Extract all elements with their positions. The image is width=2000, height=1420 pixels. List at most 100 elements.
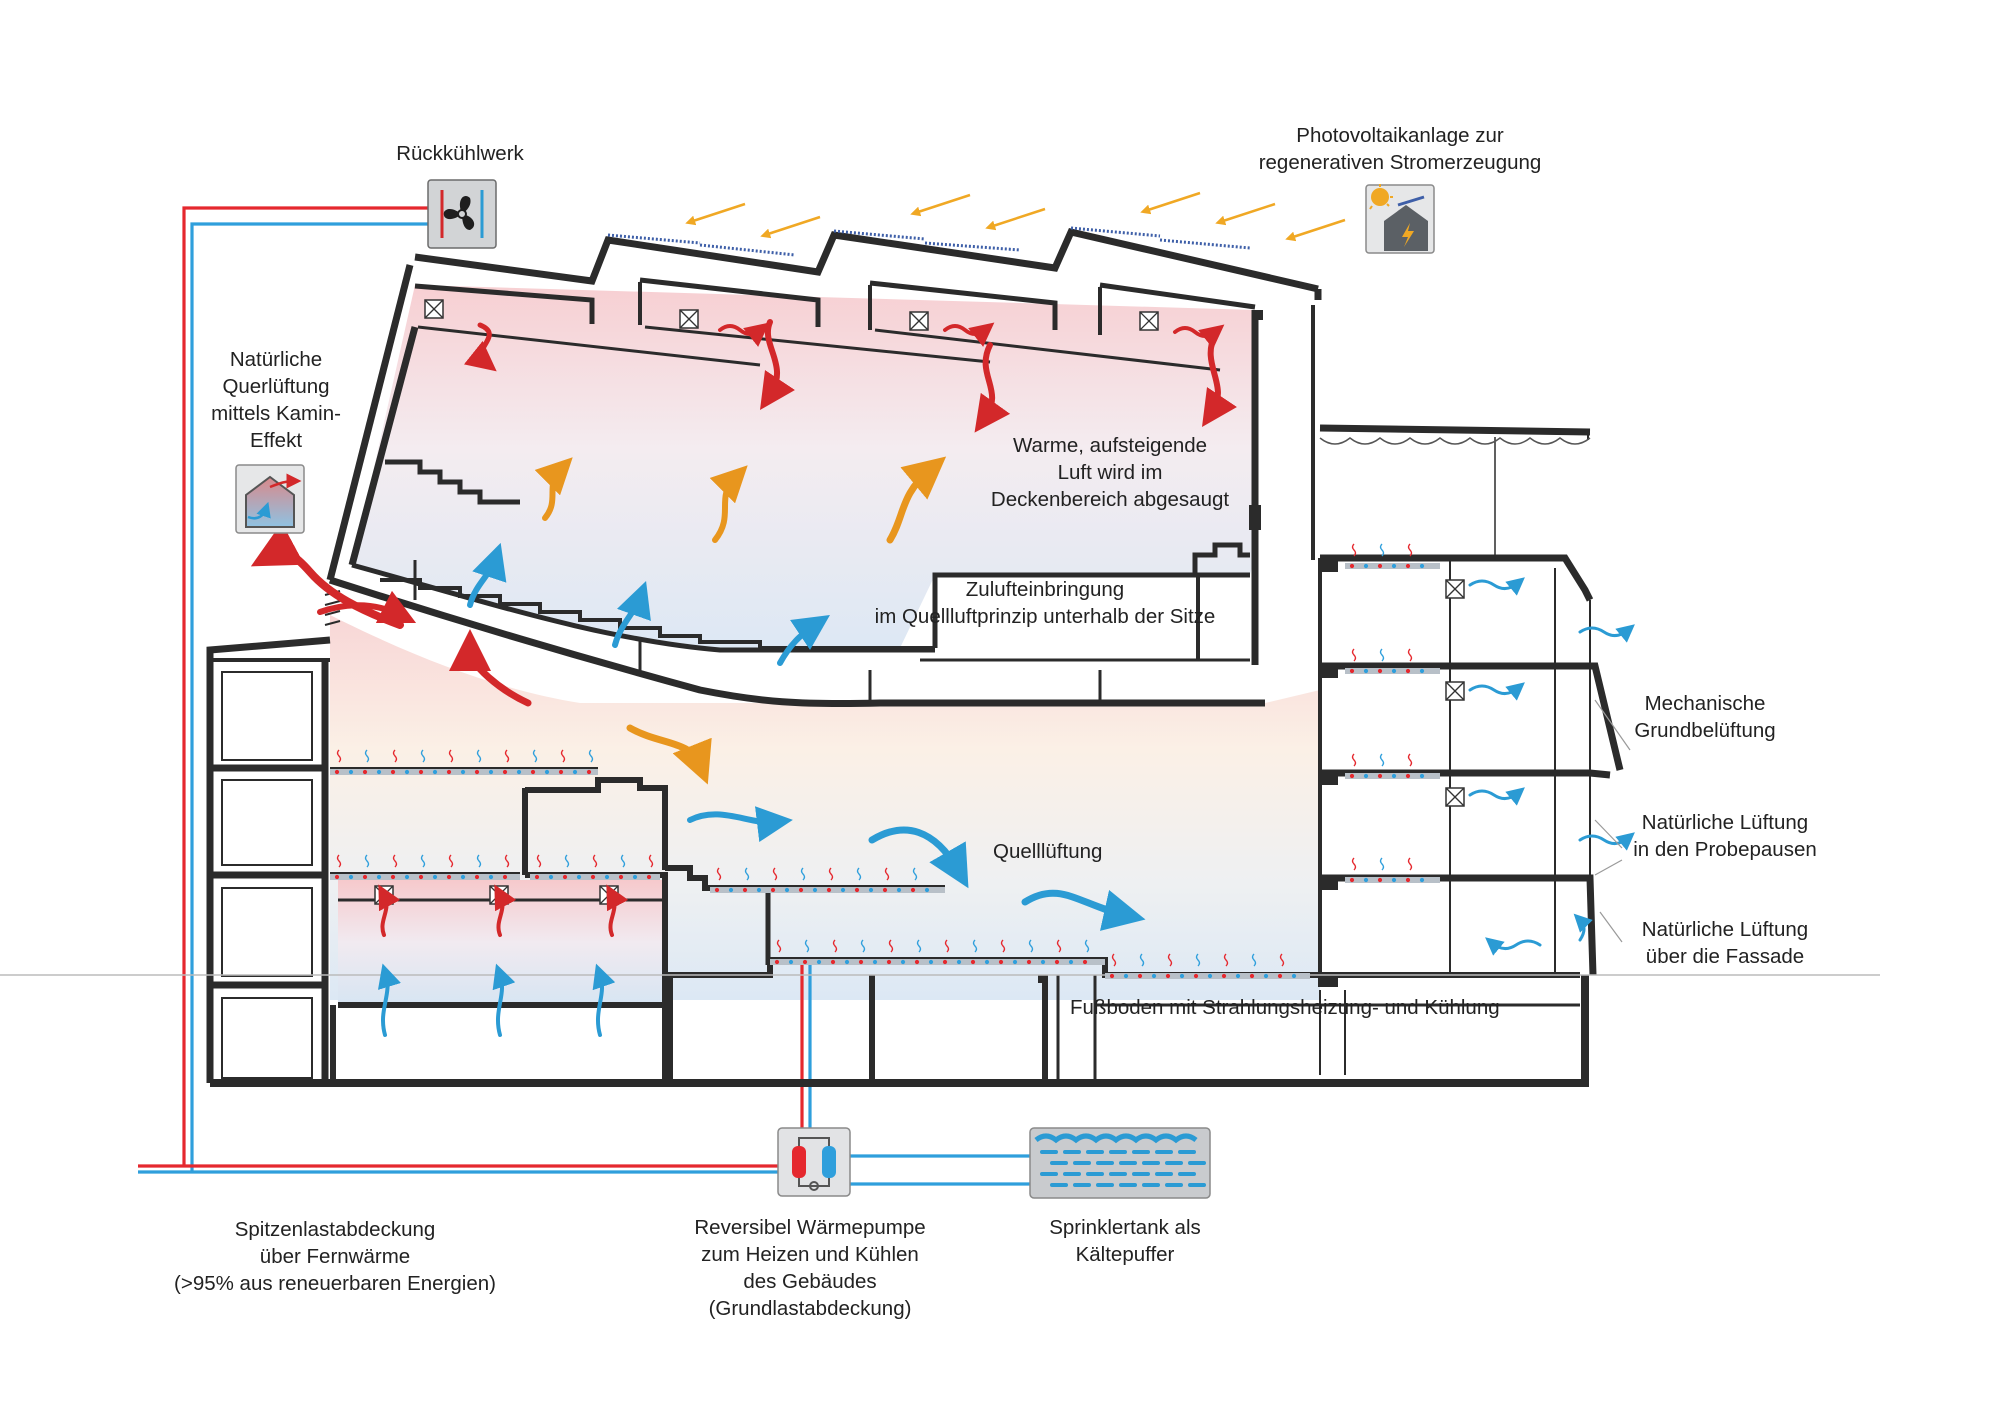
floor-heating-strips [330, 543, 1440, 979]
pipe-dot [1363, 773, 1369, 779]
pipe-dot [1405, 773, 1411, 779]
heat-wave [972, 939, 978, 953]
pipe-dot [632, 874, 638, 880]
pipe-dot [714, 887, 720, 893]
warm-air-arrow [718, 322, 770, 347]
ventilation-grille-icon [1139, 311, 1159, 331]
heat-wave [1195, 953, 1201, 967]
hall-floor-slab [328, 576, 1265, 708]
warm-air-arrow [943, 322, 995, 347]
pipe-dot [1235, 973, 1241, 979]
pipe-dot [1123, 973, 1129, 979]
pipe-dot [1137, 973, 1143, 979]
heat-wave [420, 749, 426, 763]
ventilation-grille-icon [1445, 579, 1465, 599]
pipe-dot [1363, 563, 1369, 569]
pipe-dot [1263, 973, 1269, 979]
ventilation-grille-icon [1445, 681, 1465, 701]
heat-wave [420, 854, 426, 868]
pipe-dot [1377, 877, 1383, 883]
sun-ray [685, 202, 746, 226]
mixed-air-arrow [886, 456, 947, 544]
awning [1319, 437, 1591, 445]
warm-air-arrow [974, 342, 1011, 433]
pipe-dot [334, 769, 340, 775]
pipe-dot [728, 887, 734, 893]
heat-wave [1379, 648, 1385, 662]
heat-wave [1351, 753, 1357, 767]
cool-air-arrow [777, 615, 830, 666]
pipe-dot [446, 874, 452, 880]
displacement-ventilation-label: Quelllüftung [993, 840, 1103, 863]
heat-wave [1407, 543, 1413, 557]
pipe-dot [576, 874, 582, 880]
heat-wave [860, 939, 866, 953]
cool-air-arrow [1578, 624, 1635, 643]
pipe-dot [830, 959, 836, 965]
heat-wave [776, 939, 782, 953]
pipe-dot [432, 769, 438, 775]
pipe-dot [348, 769, 354, 775]
heat-wave [336, 749, 342, 763]
heat-wave [1379, 857, 1385, 871]
warm-air-arrow [494, 884, 517, 937]
heat-wave [912, 867, 918, 881]
pipe-dot [1349, 668, 1355, 674]
heat-wave [1379, 753, 1385, 767]
heat-wave [1000, 939, 1006, 953]
cooling-pipe-left [190, 222, 430, 1172]
pipe-dot [840, 887, 846, 893]
heat-wave [832, 939, 838, 953]
pipe-dot [1054, 959, 1060, 965]
heat-wave [1111, 953, 1117, 967]
pipe-dot [1391, 773, 1397, 779]
warm-air-arrow [317, 590, 417, 624]
pipe-dot [788, 959, 794, 965]
ventilation-grille-icon [1445, 787, 1465, 807]
pipe-dot [774, 959, 780, 965]
heat-wave [392, 854, 398, 868]
pipe-dot [1405, 563, 1411, 569]
warm-air-arrow [250, 522, 404, 629]
solar-panels [607, 226, 1251, 257]
pipe-dot [1040, 959, 1046, 965]
pipe-dot [886, 959, 892, 965]
pipe-dot [956, 959, 962, 965]
sun-solar-panel-icon [1365, 184, 1435, 254]
water-tank-icon [1029, 1127, 1211, 1199]
leader-lines [1594, 699, 1631, 943]
pipe-dot [1405, 877, 1411, 883]
hall-left-wall [326, 264, 414, 581]
pipe-dot [1391, 563, 1397, 569]
pipe-dot [376, 874, 382, 880]
pipe-dot [348, 874, 354, 880]
pipe-dot [798, 887, 804, 893]
air-flows [250, 319, 1635, 1037]
heat-wave [336, 854, 342, 868]
heat-wave [592, 854, 598, 868]
heat-wave [1056, 939, 1062, 953]
heat-wave [1407, 753, 1413, 767]
seating-steps [380, 578, 935, 650]
pipe-dot [376, 769, 382, 775]
heat-wave [888, 939, 894, 953]
sun-ray [1215, 202, 1276, 226]
heat-wave [504, 749, 510, 763]
heat-wave [448, 854, 454, 868]
pipe-dot [1277, 973, 1283, 979]
pipe-dot [1349, 773, 1355, 779]
pipe-dot [1391, 668, 1397, 674]
pipe-dot [1419, 773, 1425, 779]
pipe-dot [1291, 973, 1297, 979]
pipe-dot [604, 874, 610, 880]
pipe-dot [1419, 668, 1425, 674]
pipe-dot [432, 874, 438, 880]
pipe-dot [590, 874, 596, 880]
heat-wave [1223, 953, 1229, 967]
